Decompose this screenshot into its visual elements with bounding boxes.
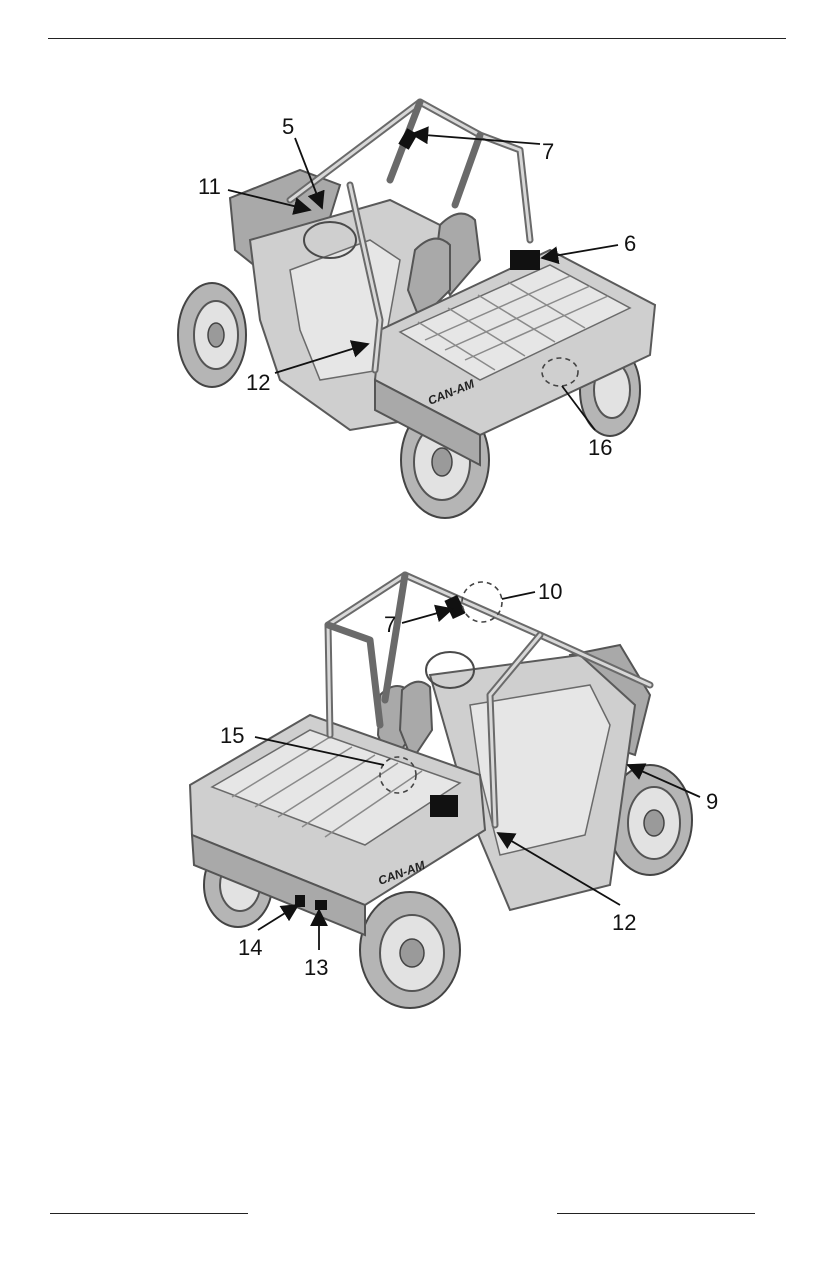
wheel-front-right (607, 764, 693, 876)
footer-rule-left (50, 1213, 248, 1214)
roll-cage (286, 98, 534, 374)
decal-14 (295, 895, 305, 907)
callout-5: 5 (282, 114, 294, 139)
callout-7: 7 (542, 139, 554, 164)
callout-7: 7 (384, 612, 396, 637)
wheel-front-left (177, 282, 247, 388)
callout-12: 12 (246, 370, 270, 395)
cargo-decal (430, 795, 458, 817)
roll-cage (324, 571, 654, 829)
cargo-box: CAN-AM (373, 248, 657, 467)
callout-11: 11 (198, 174, 221, 199)
callout-circle-15 (379, 756, 417, 794)
vehicle-body (376, 643, 652, 912)
vehicle-figure-bottom: CAN-AM 10 7 15 9 12 14 13 (188, 571, 718, 1009)
callout-16: 16 (588, 435, 612, 460)
callout-10: 10 (538, 579, 562, 604)
callout-15: 15 (220, 723, 244, 748)
callout-9: 9 (706, 789, 718, 814)
header-rule (48, 38, 786, 39)
vehicle-figure-top: CAN-AM 5 7 11 6 12 16 (177, 98, 657, 519)
decal-13 (315, 900, 327, 910)
callout-14: 14 (238, 935, 262, 960)
wheel-rear-right-b (359, 891, 461, 1009)
footer-rule-right (557, 1213, 755, 1214)
callout-circle-16 (541, 357, 579, 387)
callout-12: 12 (612, 910, 636, 935)
decal-7 (444, 594, 466, 620)
decal-6 (510, 250, 540, 270)
callout-13: 13 (304, 955, 328, 980)
callout-6: 6 (624, 231, 636, 256)
callout-circle-10 (461, 581, 503, 623)
